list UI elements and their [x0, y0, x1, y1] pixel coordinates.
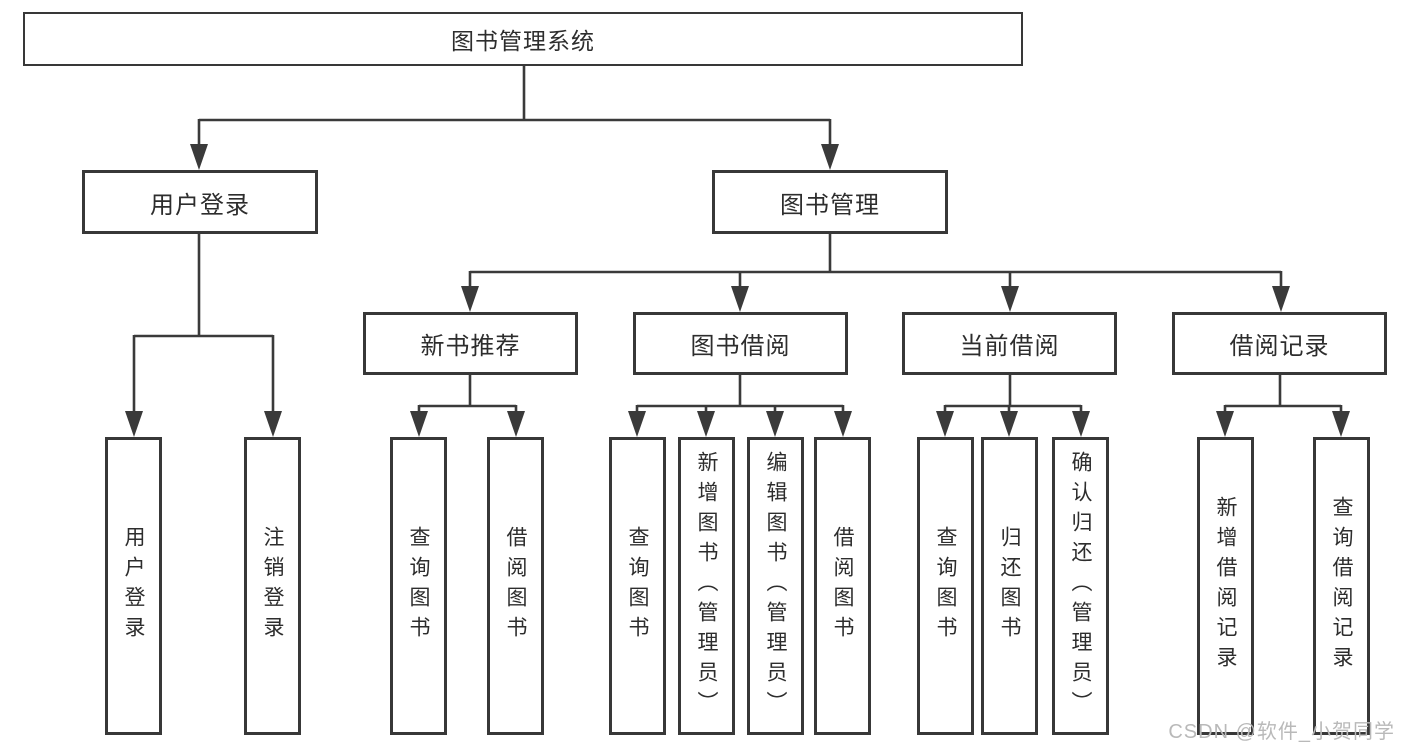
leaf-label: 归还图书 [998, 526, 1021, 646]
arrowhead-icon [834, 411, 852, 437]
arrowhead-icon [731, 286, 749, 312]
leaf-query-borrow-record: 查询借阅记录 [1313, 437, 1370, 735]
node-borrow-record: 借阅记录 [1172, 312, 1387, 375]
leaf-label: 查询图书 [934, 526, 957, 646]
arrowhead-icon [1072, 411, 1090, 437]
leaf-query-book-current: 查询图书 [917, 437, 974, 735]
arrowhead-icon [1272, 286, 1290, 312]
leaf-label: 查询图书 [626, 526, 649, 646]
arrowhead-icon [507, 411, 525, 437]
node-label: 用户登录 [150, 191, 250, 219]
node-book-borrow: 图书借阅 [633, 312, 848, 375]
arrowhead-icon [125, 411, 143, 437]
leaf-query-book-recommend: 查询图书 [390, 437, 447, 735]
leaf-edit-book-admin: 编辑图书（管理员） [747, 437, 804, 735]
arrowhead-icon [697, 411, 715, 437]
node-label: 借阅记录 [1229, 333, 1330, 360]
arrowhead-icon [1000, 411, 1018, 437]
node-label: 图书管理 [780, 191, 880, 219]
leaf-borrow-book: 借阅图书 [814, 437, 871, 735]
node-label: 图书借阅 [690, 333, 791, 360]
leaf-add-borrow-record: 新增借阅记录 [1197, 437, 1254, 735]
leaf-query-book-borrow: 查询图书 [609, 437, 666, 735]
leaf-label: 确认归还（管理员） [1069, 451, 1092, 721]
leaf-label: 借阅图书 [831, 526, 854, 646]
node-root-label: 图书管理系统 [451, 28, 595, 54]
arrowhead-icon [936, 411, 954, 437]
arrowhead-icons [125, 144, 1350, 437]
leaf-label: 用户登录 [122, 526, 145, 646]
arrowhead-icon [628, 411, 646, 437]
node-current-borrow: 当前借阅 [902, 312, 1117, 375]
leaf-label: 查询借阅记录 [1330, 496, 1353, 676]
node-label: 新书推荐 [420, 333, 521, 360]
arrowhead-icon [410, 411, 428, 437]
leaf-label: 新增借阅记录 [1214, 496, 1237, 676]
arrowhead-icon [190, 144, 208, 170]
leaf-user-login: 用户登录 [105, 437, 162, 735]
leaf-label: 查询图书 [407, 526, 430, 646]
leaf-confirm-return-admin: 确认归还（管理员） [1052, 437, 1109, 735]
arrowhead-icon [821, 144, 839, 170]
csdn-watermark: CSDN @软件_小贺同学 [1168, 721, 1395, 743]
arrowhead-icon [766, 411, 784, 437]
leaf-return-book: 归还图书 [981, 437, 1038, 735]
node-user-login-module: 用户登录 [82, 170, 318, 234]
node-label: 当前借阅 [959, 333, 1060, 360]
leaf-logout: 注销登录 [244, 437, 301, 735]
leaf-label: 编辑图书（管理员） [764, 451, 787, 721]
arrowhead-icon [1001, 286, 1019, 312]
leaf-borrow-book-recommend: 借阅图书 [487, 437, 544, 735]
node-book-management-module: 图书管理 [712, 170, 948, 234]
arrowhead-icon [1216, 411, 1234, 437]
arrowhead-icon [264, 411, 282, 437]
leaf-label: 借阅图书 [504, 526, 527, 646]
leaf-add-book-admin: 新增图书（管理员） [678, 437, 735, 735]
arrowhead-icon [1332, 411, 1350, 437]
node-new-book-recommend: 新书推荐 [363, 312, 578, 375]
leaf-label: 注销登录 [261, 526, 284, 646]
leaf-label: 新增图书（管理员） [695, 451, 718, 721]
arrowhead-icon [461, 286, 479, 312]
node-root-system: 图书管理系统 [23, 12, 1023, 66]
